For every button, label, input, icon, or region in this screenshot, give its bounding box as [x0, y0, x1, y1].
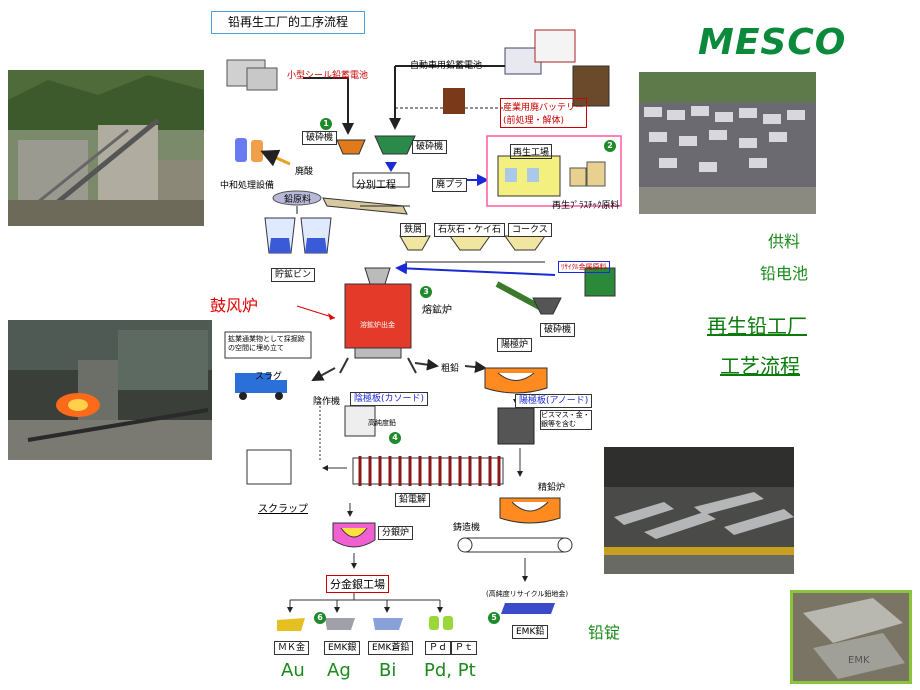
recycle-plastic-label: 再生ﾌﾟﾗｽﾁｯｸ原料 [552, 201, 620, 211]
photo-ingot-closeup: EMK [790, 590, 912, 684]
ingot-closeup-image: EMK [793, 593, 909, 681]
lead-battery-label: 铅电池 [760, 264, 809, 283]
metal-ag: Ag [327, 660, 351, 681]
waste-acid-label: 廃酸 [295, 167, 314, 177]
recycle-plant-label: 再生工場 [510, 144, 553, 159]
metal-bi: Bi [379, 660, 397, 681]
recycle-metal-label: ﾘｻｲｸﾙ金属原料 [558, 261, 610, 273]
furnace-interior-image [8, 320, 212, 460]
metal-pd-pt: Pd, Pt [424, 660, 476, 681]
emk-lead-ingot [501, 603, 555, 614]
slag-label: スラグ [255, 372, 283, 382]
refining-furnace-label: 精鉛炉 [538, 483, 566, 493]
cathode-plate-label: 陰極板(カソード) [350, 392, 429, 406]
plant-exterior-image [8, 70, 204, 226]
scrap-label: スクラップ [258, 504, 308, 515]
crusher2-icon [374, 135, 416, 155]
supply-label: 供料 [768, 232, 801, 251]
storage-bin-label: 貯鉱ビン [271, 268, 316, 282]
neutralization-tank-icon [235, 138, 247, 162]
photo-furnace-interior [8, 320, 212, 460]
plant-title-line2: 工艺流程 [720, 354, 800, 378]
step-2-badge: 2 [604, 140, 616, 152]
slag-note-box [224, 331, 312, 359]
silver-ingot-icon [325, 618, 355, 630]
casting-machine2-label: 鋳造機 [453, 523, 481, 533]
step-4-badge: 4 [389, 432, 401, 444]
waste-plastic-label: 廃プラ [432, 178, 468, 192]
anode-mold-icon [497, 407, 535, 445]
industrial-battery-label: 産業用廃バッテリー (前処理・解体) [500, 98, 588, 128]
small-battery-label: 小型シール鉛蓄電池 [287, 71, 369, 81]
bismuth-ingot-icon [373, 618, 403, 630]
limestone-label: 石灰石・ケイ石 [434, 223, 505, 237]
crusher1-icon [336, 139, 366, 155]
pd-icon [429, 616, 439, 630]
separation-label: 分別工程 [356, 180, 396, 191]
limestone-hopper [449, 235, 491, 251]
pt-icon [443, 616, 453, 630]
iron-hopper [399, 235, 431, 251]
photo-battery-pile [639, 72, 816, 214]
crusher1-label: 破砕機 [302, 131, 338, 145]
diagram-title: 铅再生工厂的工序流程 [211, 11, 365, 34]
product-pd: Ｐｄ [425, 641, 452, 655]
product-emk-silver: EMK銀 [324, 641, 361, 655]
metal-au: Au [281, 660, 305, 681]
furnace-plate-label: 溶鉱炉出金 [360, 321, 395, 329]
slag-note-label: 拡業通業物として採掘跡の空間に埋め立て [228, 335, 305, 352]
ingot-stamp: EMK [848, 655, 870, 666]
flow-diagram [224, 29, 622, 631]
scrap-bin [246, 449, 292, 485]
truck-icon [235, 373, 271, 393]
cathode-cell-icon [344, 405, 376, 437]
silver-furnace-label: 分銀炉 [378, 526, 414, 540]
anode-furnace-label: 陽極炉 [497, 338, 533, 352]
electrolysis-tanks [352, 456, 504, 486]
product-mk-gold: ＭＫ金 [274, 641, 310, 655]
industrial-battery-icon [572, 65, 610, 107]
ingot-line-image [604, 447, 794, 574]
lead-material-label: 鉛原料 [284, 195, 312, 205]
neutralization-label: 中和処理設備 [220, 181, 275, 191]
bi-note-label: ビスマス・金・銀等を含む [540, 410, 592, 430]
step-6-badge: 6 [314, 612, 326, 624]
furnace-pointer-arrow [296, 305, 336, 320]
battery-pile-image [639, 72, 816, 214]
casting-conveyor [459, 537, 571, 553]
crusher3-label: 破砕機 [540, 323, 576, 337]
product-pt: Ｐｔ [451, 641, 478, 655]
anode-plate-label: 陽極板(アノード) [515, 394, 593, 408]
blast-furnace-label: 鼓风炉 [210, 296, 259, 315]
emk-lead-label: EMK鉛 [512, 625, 549, 639]
smelting-furnace-label: 熔鉱炉 [422, 305, 452, 316]
step-5-badge: 5 [488, 612, 500, 624]
crusher3-icon [532, 297, 562, 315]
auto-battery-label: 自動車用鉛蓄電池 [410, 61, 483, 71]
plant-title-line1: 再生铅工厂 [707, 314, 807, 338]
crude-lead-label: 粗鉛 [441, 364, 460, 374]
casting-machine1-label: 陰作機 [313, 397, 341, 407]
photo-plant-exterior [8, 70, 204, 226]
photo-ingot-line [604, 447, 794, 574]
high-purity-recycle-label: (高純度リサイクル鉛地金) [486, 590, 569, 598]
gold-ingot-icon [277, 618, 305, 631]
smelting-furnace-icon [344, 283, 412, 349]
electrolysis-label: 鉛電解 [395, 493, 431, 507]
coke-label: コークス [508, 223, 552, 237]
step-3-badge: 3 [420, 286, 432, 298]
product-emk-bismuth: EMK蒼鉛 [368, 641, 414, 655]
step-1-badge: 1 [320, 118, 332, 130]
mesco-logo: MESCO [698, 22, 847, 63]
dismantled-battery-icon [443, 88, 465, 114]
high-purity-lead-label: 高純度鉛 [368, 419, 396, 427]
precious-plant-label: 分金銀工場 [326, 575, 389, 593]
coke-hopper [504, 235, 546, 251]
iron-scrap-label: 鉄屑 [400, 223, 427, 237]
crusher2-label: 破砕機 [412, 140, 448, 154]
ingot-label: 铅锭 [588, 623, 621, 642]
